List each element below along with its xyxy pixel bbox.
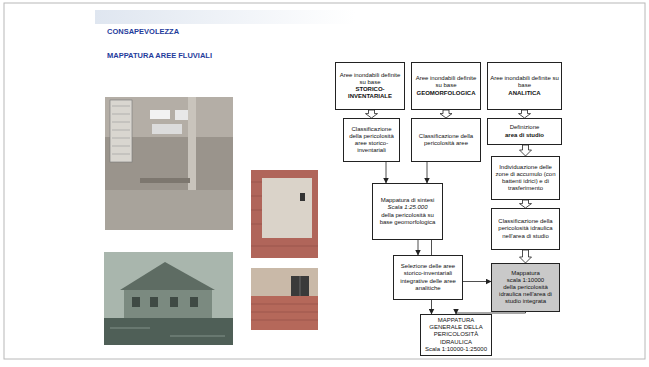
box-text: Classificazione della pericolosità idrau…	[494, 218, 557, 239]
box-text: della pericolosità idraulica nell'area d…	[494, 284, 557, 305]
box-text: STORICO-INVENTARIALE	[338, 86, 402, 100]
box-text: Mappatura di sintesi	[381, 197, 435, 204]
box-text: ANALITICA	[508, 90, 540, 97]
block-arrow	[366, 110, 378, 118]
flow-arrow	[386, 162, 387, 183]
box-text: Classificazione della pericolosità aree	[414, 133, 478, 147]
block-arrow	[440, 110, 452, 118]
process-box: Selezione delle aree storico-inventarial…	[393, 255, 463, 300]
flow-arrow	[463, 281, 491, 282]
box-text: GEOMORFOLOGICA	[417, 90, 476, 97]
photo-flooded-house	[104, 252, 233, 345]
slide-title: CONSAPEVOLEZZA	[107, 27, 179, 36]
box-text: Definizione	[510, 124, 540, 131]
flow-arrow	[427, 162, 428, 183]
process-box: MAPPATURA GENERALE DELLA PERICOLOSITÀ ID…	[420, 314, 492, 356]
box-text: Scala 1:25.000	[387, 204, 427, 211]
box-text: MAPPATURA GENERALE DELLA PERICOLOSITÀ ID…	[423, 317, 489, 345]
block-arrow	[520, 145, 532, 156]
box-text: Aree inondabili definite su base	[490, 75, 559, 89]
process-box: Classificazione della pericolosità aree	[411, 118, 481, 162]
box-text: Selezione delle aree storico-inventarial…	[396, 263, 460, 291]
box-text: della pericolosità su base geomorfologic…	[375, 212, 440, 226]
block-arrow	[520, 200, 532, 208]
process-box: Aree inondabili definite su baseANALITIC…	[487, 62, 562, 110]
block-arrow	[519, 110, 531, 118]
process-box: Mappatura di sintesiScala 1:25.000della …	[372, 183, 443, 240]
block-arrow	[520, 250, 532, 263]
photo-brick-window	[251, 268, 318, 330]
slide-subtitle: MAPPATURA AREE FLUVIALI	[107, 51, 212, 60]
process-box: Aree inondabili definite su baseSTORICO-…	[335, 62, 405, 110]
box-text: Aree inondabili definite su base	[338, 72, 402, 86]
process-box: Mappaturascala 1:10000della pericolosità…	[491, 263, 560, 312]
box-text: Scala 1:10000-1:25000	[425, 346, 487, 353]
flow-arrow	[418, 240, 419, 255]
box-text: area di studio	[505, 132, 544, 139]
photo-brick-wall	[251, 170, 318, 258]
box-text: Aree inondabili definite su base	[414, 75, 478, 89]
process-box: Classificazione della pericolosità idrau…	[491, 208, 560, 250]
process-box: Individuazione delle zone di accumulo (c…	[491, 156, 560, 200]
process-box: Aree inondabili definite su baseGEOMORFO…	[411, 62, 481, 110]
title-band	[95, 10, 355, 24]
box-text: scala 1:10000	[507, 277, 544, 284]
box-text: Classificazione della pericolosità aree …	[346, 126, 397, 154]
process-box: Classificazione della pericolosità aree …	[343, 118, 400, 162]
photo-building	[105, 97, 233, 230]
box-text: Individuazione delle zone di accumulo (c…	[494, 164, 557, 192]
slide-frame	[4, 3, 645, 359]
box-text: Mappatura	[511, 270, 540, 277]
process-box: Definizionearea di studio	[487, 118, 562, 145]
